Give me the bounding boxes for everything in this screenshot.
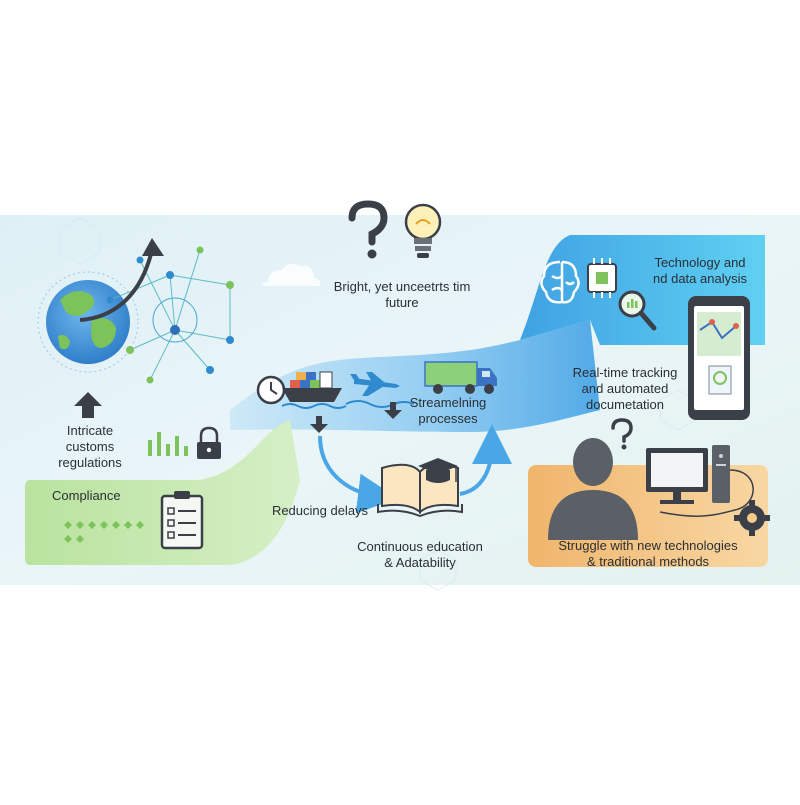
up-arrow-icon xyxy=(74,392,102,418)
struggle-label: Struggle with new technologies& traditio… xyxy=(558,538,738,569)
clock-icon xyxy=(256,375,286,405)
down-arrow-icon-2 xyxy=(384,402,402,419)
computer-monitor-icon xyxy=(646,445,754,517)
gear-icon xyxy=(734,500,770,536)
trend-arrow-head xyxy=(142,238,164,256)
magnifier-icon xyxy=(618,290,657,331)
question-mark-icon xyxy=(348,200,388,259)
cloud-icon xyxy=(262,263,321,286)
route-line xyxy=(345,400,415,408)
compliance-ribbon xyxy=(25,420,300,565)
delays-label: Reducing delays xyxy=(271,503,369,518)
graduation-cap-icon xyxy=(418,458,458,483)
network-nodes xyxy=(106,246,234,384)
brain-icon xyxy=(540,260,580,304)
question-mark-small-icon xyxy=(611,418,633,450)
airplane-icon xyxy=(350,372,400,396)
person-silhouette-icon xyxy=(548,438,638,540)
compliance-label: Compliance xyxy=(52,488,121,503)
lightbulb-icon xyxy=(404,203,442,258)
lock-icon xyxy=(197,426,221,459)
cycle-arrow-right xyxy=(459,424,512,496)
truck-icon xyxy=(424,361,497,394)
education-label: Continuous education& Adatability xyxy=(357,539,483,570)
smartphone-map-icon xyxy=(688,296,750,420)
cycle-arrow-left xyxy=(318,435,398,514)
clipboard-checklist-icon xyxy=(160,491,204,550)
chip-icon xyxy=(587,258,617,298)
compliance-dots xyxy=(64,521,144,543)
trend-arrow xyxy=(79,249,154,322)
bar-chart-icon xyxy=(148,432,188,456)
cargo-ship-icon xyxy=(281,371,347,409)
down-arrow-icon xyxy=(310,416,328,433)
